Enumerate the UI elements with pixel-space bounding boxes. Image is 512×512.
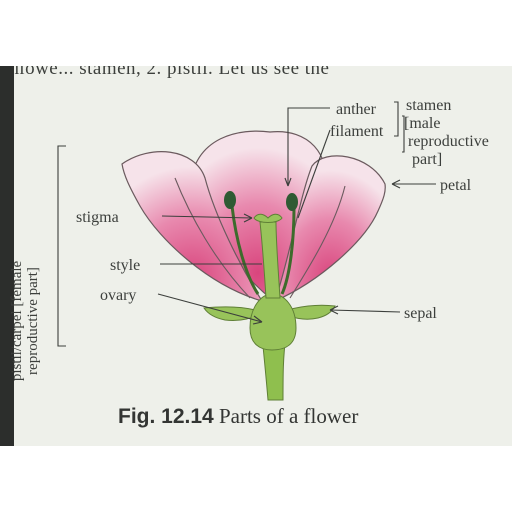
pointer-ovary xyxy=(157,293,263,323)
petal-front-edge-left xyxy=(174,177,251,299)
pistil-bracket xyxy=(57,145,66,347)
style-label: style xyxy=(110,257,141,274)
ovary-shape xyxy=(249,293,297,351)
anther-label: anther xyxy=(336,101,376,118)
figure-title: Parts of a flower xyxy=(218,404,359,428)
pointer-sepal xyxy=(329,309,401,313)
anther-left xyxy=(224,191,236,209)
filament-left xyxy=(230,205,260,295)
anther-right xyxy=(286,193,298,211)
page-edge-shadow xyxy=(0,66,14,446)
male-bracket xyxy=(402,115,405,153)
petal-label: petal xyxy=(440,177,472,194)
sepal-right xyxy=(280,304,336,320)
stamen-bracket xyxy=(394,101,399,137)
stigma-label: stigma xyxy=(76,209,119,226)
ovary-label: ovary xyxy=(100,287,137,304)
pointer-lines xyxy=(57,101,436,347)
petal-front-edge-right xyxy=(289,185,346,299)
top-text-line: ﬂowe... stamen, 2. pistil. Let us see th… xyxy=(14,66,330,79)
pistil-label: pistil/carpel [female reproductive part] xyxy=(9,261,41,381)
pointer-filament xyxy=(297,129,331,219)
stamen-label: stamen xyxy=(406,97,452,114)
pistil-label-line-1: pistil/carpel [female xyxy=(9,260,25,382)
male-label-3: part] xyxy=(412,151,443,168)
male-label-2: reproductive xyxy=(408,133,489,150)
pistil-label-line-2: reproductive part] xyxy=(25,267,41,375)
pointer-anther xyxy=(287,107,330,186)
figure-number: Fig. 12.14 xyxy=(118,405,214,428)
stigma-shape xyxy=(253,213,283,223)
filament-right xyxy=(280,207,296,295)
stem xyxy=(261,335,287,401)
pointer-stigma xyxy=(161,215,253,219)
filament-label: filament xyxy=(330,123,384,140)
male-label-1: [male xyxy=(404,115,441,132)
textbook-photo: ﬂowe... stamen, 2. pistil. Let us see th… xyxy=(0,66,512,446)
sepal-label: sepal xyxy=(404,305,437,322)
figure-caption: Fig. 12.14 Parts of a flower xyxy=(118,404,358,429)
flower-diagram xyxy=(57,101,436,401)
